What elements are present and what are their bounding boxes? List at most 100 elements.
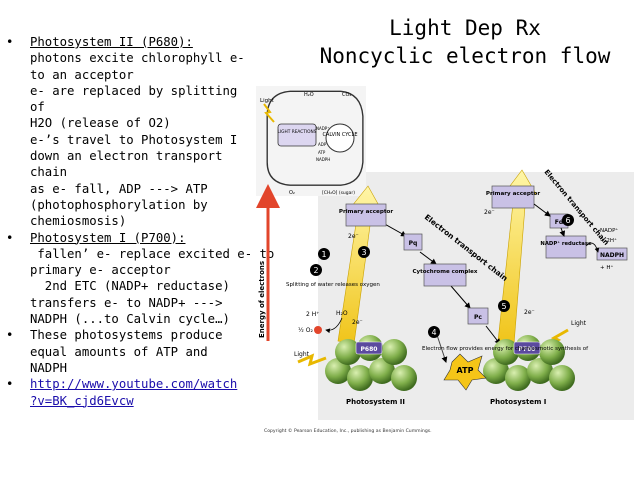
inset-nadp-label: NADP⁺ — [316, 126, 329, 131]
inset-sugar-label: [CH₂O] (sugar) — [322, 190, 355, 196]
bullet-line: e-’s travel to Photosystem I — [30, 132, 238, 147]
pq-box — [403, 233, 423, 251]
ps2-label: Photosystem II — [346, 398, 405, 406]
inset-nadph-label: NADPH — [316, 157, 330, 162]
water-split-arrow — [325, 317, 343, 334]
youtube-link-line-1[interactable]: http://www.youtube.com/watch — [30, 377, 238, 392]
e2-label-4: 2e⁻ — [524, 309, 535, 316]
inset-light-label: Light — [260, 98, 275, 104]
bullet-line: down an electron transport — [30, 149, 223, 164]
nadph-label: NADPH — [600, 252, 624, 259]
photosystem-2-cluster — [325, 335, 417, 391]
step-numbers: 1 2 3 4 5 6 — [310, 214, 574, 338]
bullet-line: to an acceptor — [30, 67, 134, 82]
plus-2h-label: + 2H⁺ — [600, 237, 617, 244]
nadph-arrow — [585, 242, 600, 253]
primary-acceptor-box — [345, 203, 387, 227]
bullet-video-link[interactable]: • http://www.youtube.com/watch ?v=BK_cjd… — [6, 376, 256, 409]
etc2-arrow-2 — [559, 227, 566, 237]
step-6: 6 — [565, 216, 570, 225]
two-h-label: 2 H⁺ — [306, 311, 319, 318]
atp-label: ATP — [457, 366, 474, 375]
bullet-line: photons excite chlorophyll e- — [30, 51, 245, 66]
title-line-2: Noncyclic electron flow — [319, 44, 611, 68]
bullet-heading: Photosystem II (P680): — [30, 35, 193, 49]
bullet-glyph: • — [6, 35, 14, 49]
bullet-line: primary e- acceptor — [30, 263, 171, 278]
step-5: 5 — [501, 302, 506, 311]
fd-label: Fd — [555, 219, 563, 226]
bullet-line: (photophosphorylation by — [30, 197, 208, 212]
nadp-plus-label: NADP⁺ — [600, 227, 618, 234]
chloroplast-inset: LIGHT REACTIONS CALVIN CYCLE Light H₂O C… — [260, 90, 364, 196]
inset-o2-label: O₂ — [289, 190, 295, 196]
nadp-reductase-label: NADP⁺ reductase — [540, 240, 592, 247]
bullet-line: NADPH (...to Calvin cycle…) — [30, 312, 230, 327]
e2-label-3: 2e⁻ — [352, 319, 363, 326]
etc-arrow-3 — [450, 285, 471, 309]
ps1-label: Photosystem I — [490, 398, 546, 406]
bullet-line: equal amounts of ATP and — [30, 344, 208, 359]
bullet-line: e- are replaced by splitting of — [30, 83, 238, 115]
atp-burst-icon — [443, 353, 487, 391]
oxygen-dot — [314, 326, 322, 334]
light-right-label: Light — [571, 320, 587, 327]
inset-lightning-icon — [263, 103, 275, 123]
bullet-glyph: • — [6, 230, 14, 245]
youtube-link-line-2[interactable]: ?v=BK_cjd6Evcw — [30, 393, 134, 408]
pc-label: Pc — [474, 314, 482, 321]
bullet-line: NADPH — [30, 360, 68, 375]
etc-arrow-2 — [419, 251, 437, 265]
inset-light-reactions-box — [277, 123, 317, 147]
inset-light-reactions-label: LIGHT REACTIONS — [278, 129, 317, 135]
e2-label-2: 2e⁻ — [484, 209, 495, 216]
chloroplast-outline — [266, 90, 364, 186]
etc-arrow-4 — [485, 325, 501, 345]
step-1: 1 — [321, 250, 326, 259]
bullet-line: 2nd ETC (NADP+ reductase) — [30, 279, 230, 294]
slide-title: Light Dep Rx Noncyclic electron flow — [300, 14, 630, 70]
primary-acceptor-label: Primary acceptor — [339, 209, 393, 215]
splitting-water-label: Splitting of water releases oxygen — [286, 282, 380, 288]
bullet-glyph: • — [6, 328, 14, 343]
pc-box — [467, 307, 489, 325]
photosystem-1-cluster — [483, 335, 575, 391]
e2-label-1: 2e⁻ — [348, 233, 359, 240]
bullet-line: chain — [30, 165, 68, 180]
light-left-label: Light — [294, 351, 310, 358]
bullet-line: These photosystems produce — [30, 328, 223, 343]
copyright-text: Copyright © Pearson Education, Inc., pub… — [264, 427, 432, 434]
flow-text: Electron flow provides energy for chemio… — [422, 346, 589, 352]
inset-calvin-circle — [325, 123, 355, 153]
bullet-list: • Photosystem II (P680): photons excite … — [6, 34, 275, 409]
inset-calvin-label: CALVIN CYCLE — [323, 132, 358, 138]
bullet-line: transfers e- to NADP+ ---> — [30, 295, 223, 310]
bullet-line: fallen’ e- replace excited e- to — [30, 246, 275, 261]
nadph-box — [596, 247, 628, 261]
bullet-heading: Photosystem I (P700): — [30, 230, 186, 245]
noncyclic-electron-flow-diagram: LIGHT REACTIONS CALVIN CYCLE Light H₂O C… — [256, 86, 634, 434]
bullet-photosystem-1: • Photosystem I (P700): fallen’ e- repla… — [6, 230, 275, 328]
bullet-line: chemiosmosis) — [30, 214, 127, 229]
bullet-line: H2O (release of O2) — [30, 116, 171, 131]
half-o2-label: ½ O₂ — [298, 327, 313, 334]
nadp-reductase-box — [545, 235, 587, 259]
p680-label: P680 — [361, 346, 378, 353]
inset-atp-label: ATP — [318, 150, 326, 155]
cytochrome-box — [423, 263, 467, 287]
etc2-arrow-1 — [533, 203, 551, 217]
bullet-equal-amounts: • These photosystems produce equal amoun… — [6, 327, 256, 376]
energy-axis-label: Energy of electrons — [258, 261, 266, 338]
p700-label: P700 — [519, 346, 536, 353]
inset-adp-label: ADP — [318, 142, 327, 147]
inset-h2o-label: H₂O — [304, 92, 314, 98]
primary-acceptor-2-label: Primary acceptor — [486, 191, 540, 197]
light-left-icon — [297, 353, 327, 367]
primary-acceptor-2-box — [491, 185, 535, 209]
pq-label: Pq — [409, 240, 418, 247]
bullet-photosystem-2: • Photosystem II (P680): photons excite … — [6, 34, 256, 230]
step-2: 2 — [313, 266, 318, 275]
cytochrome-label: Cytochrome complex — [413, 269, 478, 275]
step-4: 4 — [431, 328, 436, 337]
plus-h-label: + H⁺ — [600, 264, 613, 271]
